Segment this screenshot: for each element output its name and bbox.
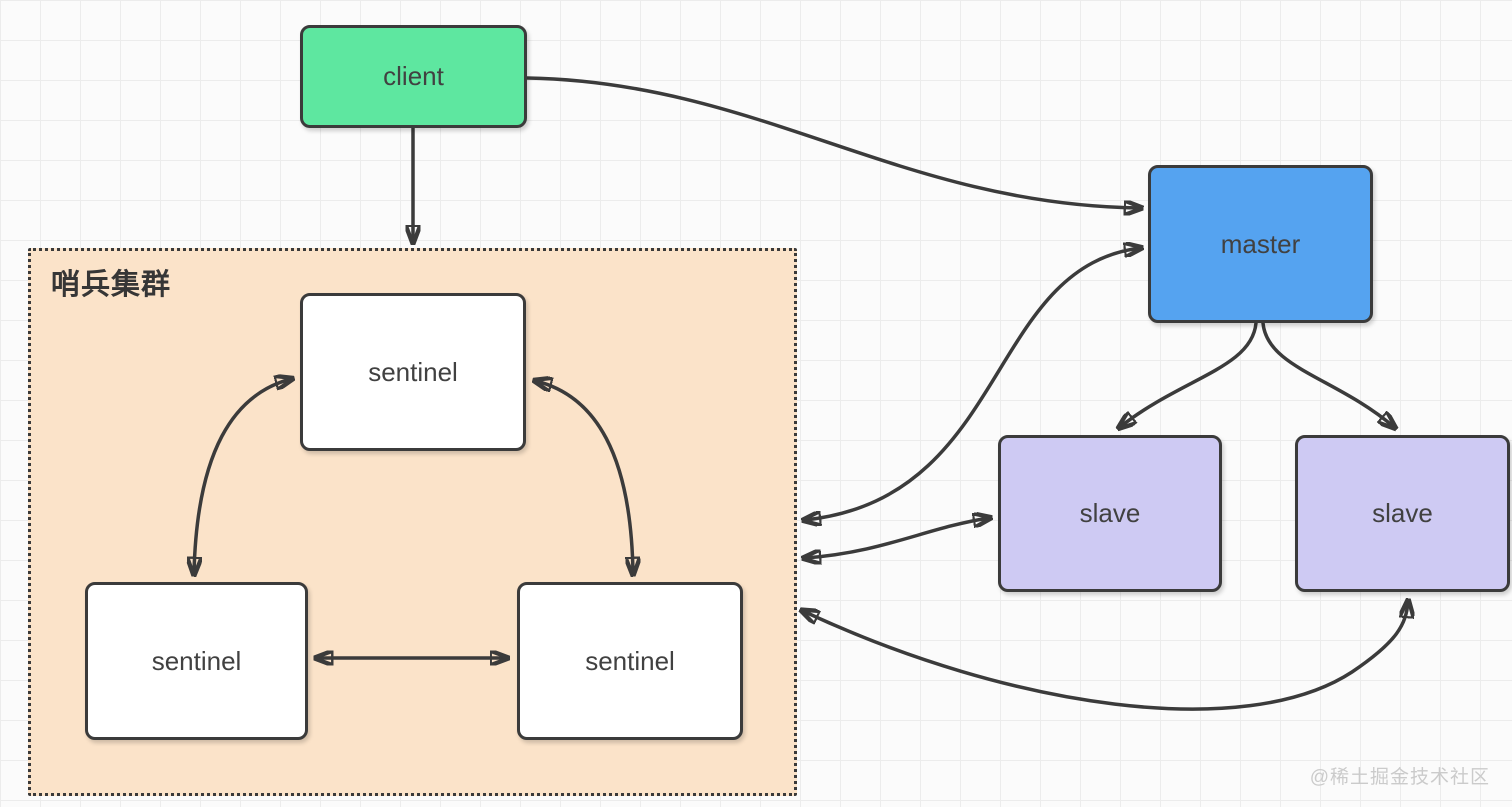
- node-sentinel-right: sentinel: [517, 582, 743, 740]
- node-sentinel-top: sentinel: [300, 293, 526, 451]
- node-slave-left: slave: [998, 435, 1222, 592]
- node-sentinel-top-label: sentinel: [368, 356, 458, 387]
- node-master-label: master: [1220, 228, 1301, 259]
- edge-sentinel-cluster-slave-right: [803, 602, 1408, 711]
- node-slave-left-label: slave: [1079, 498, 1141, 528]
- juejin-watermark: @稀土掘金技术社区: [1309, 767, 1490, 788]
- node-sentinel-left-label: sentinel: [151, 645, 242, 676]
- sentinel-cluster-label: 哨兵集群: [51, 269, 172, 301]
- node-slave-right-label: slave: [1372, 498, 1433, 528]
- edge-sentinel-cluster-slave-left: [805, 518, 989, 558]
- node-master: master: [1148, 165, 1373, 323]
- edge-master-slave-left: [1120, 321, 1258, 427]
- node-client: client: [300, 25, 527, 128]
- node-client-label: client: [383, 61, 444, 91]
- node-sentinel-right-label: sentinel: [585, 645, 675, 676]
- edge-master-slave-right: [1261, 321, 1394, 427]
- node-slave-right: slave: [1295, 435, 1510, 592]
- node-sentinel-left: sentinel: [85, 582, 308, 740]
- edge-client-master: [525, 76, 1140, 208]
